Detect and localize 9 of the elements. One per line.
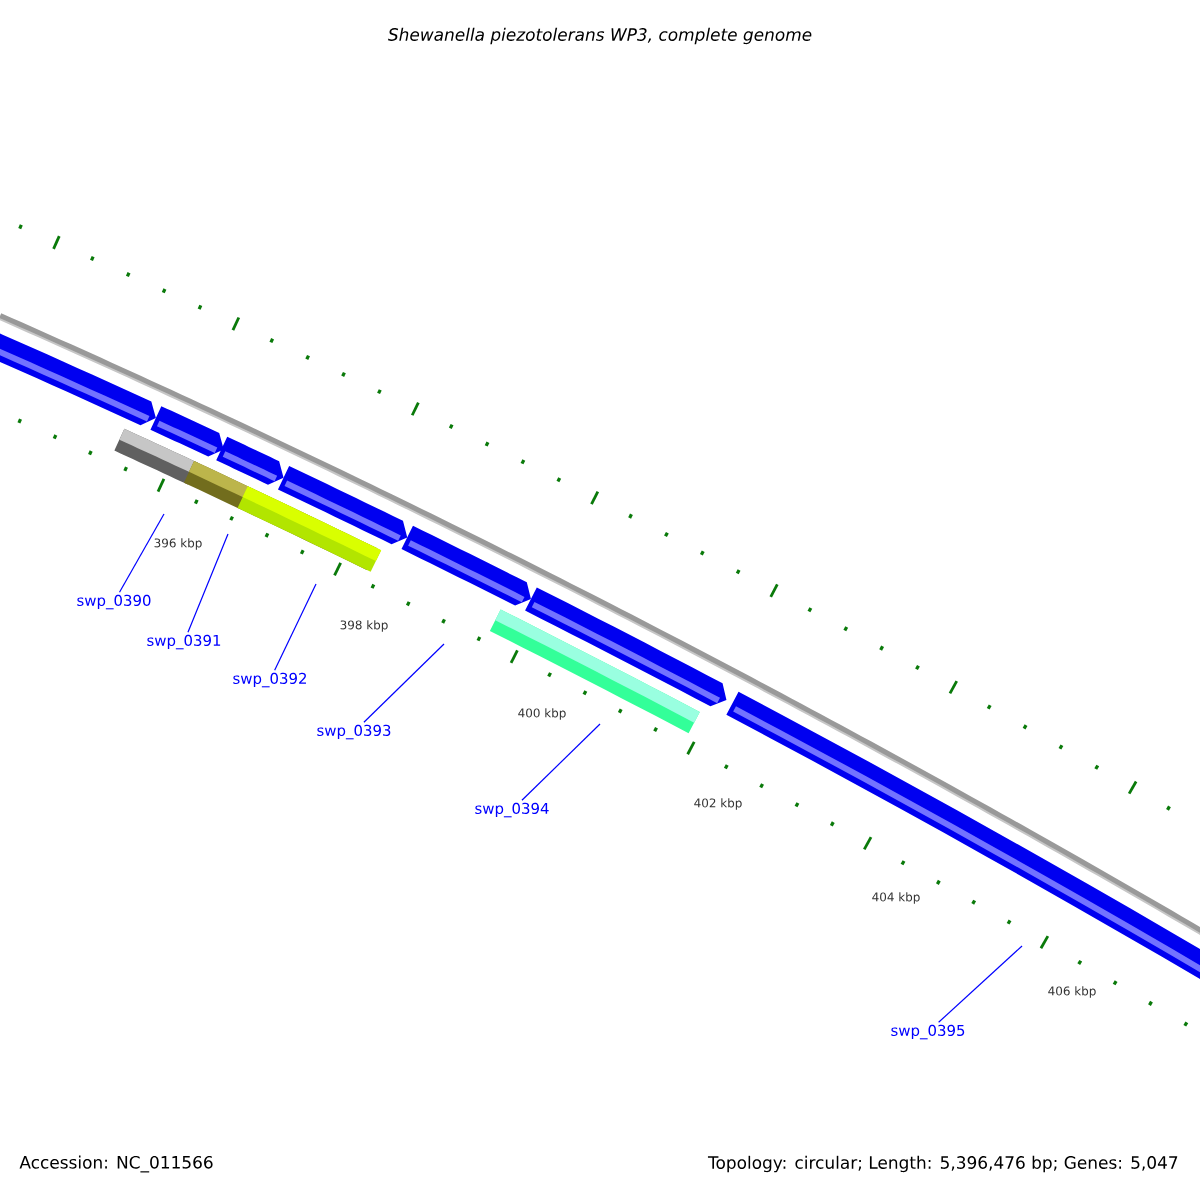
- leader-line: [938, 945, 1023, 1023]
- leader-line: [187, 533, 229, 633]
- leader-line: [521, 723, 601, 801]
- footer-text: Accession: NC_011566: [19, 1155, 213, 1173]
- title: Shewanella piezotolerans WP3, complete genome: [388, 27, 812, 45]
- footer-text: Topology: circular; Length: 5,396,476 bp; Genes: 5,047: [707, 1155, 1178, 1173]
- leader-line: [274, 583, 317, 671]
- leader-line: [363, 643, 445, 723]
- leader-line: [118, 513, 165, 593]
